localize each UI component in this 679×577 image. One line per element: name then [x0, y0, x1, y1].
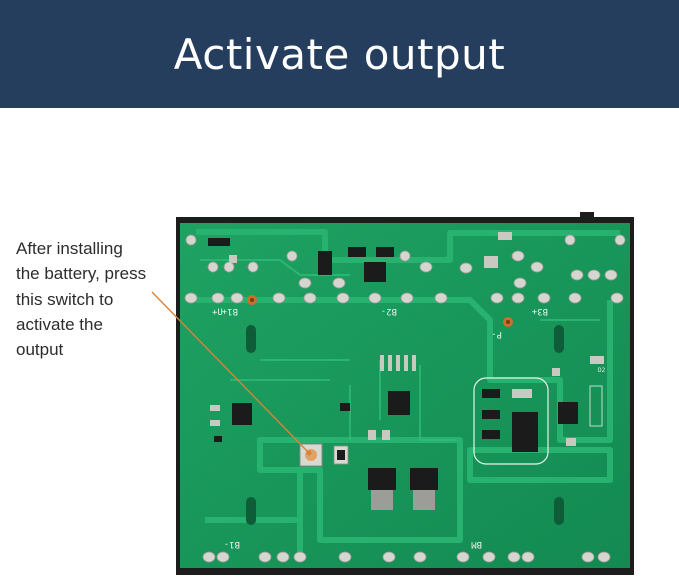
mounting-slots — [246, 325, 564, 525]
label-d2: D2 — [598, 367, 606, 374]
label-b1-plus: B1+ — [221, 306, 238, 316]
left-components — [210, 355, 416, 442]
top-components — [208, 232, 512, 282]
label-u-plus: +U — [212, 308, 223, 318]
label-b1-minus: B1- — [224, 539, 240, 549]
label-p-minus: P- — [491, 329, 502, 339]
test-points — [247, 295, 513, 327]
label-b2-minus: B2- — [381, 306, 397, 316]
top-pads — [184, 234, 626, 304]
housing-tab — [580, 212, 594, 222]
callout-dot — [306, 450, 312, 456]
page-title: Activate output — [173, 29, 506, 79]
bottom-pads — [202, 551, 611, 563]
label-b3-plus: B3+ — [531, 306, 548, 316]
annotation-text: After installing the battery, press this… — [16, 239, 147, 360]
copper-traces — [196, 229, 620, 560]
right-module — [473, 356, 604, 465]
title-banner: Activate output — [0, 0, 679, 108]
callout-line — [151, 291, 309, 453]
label-bm: BM — [471, 539, 482, 549]
power-mosfets — [368, 468, 438, 510]
